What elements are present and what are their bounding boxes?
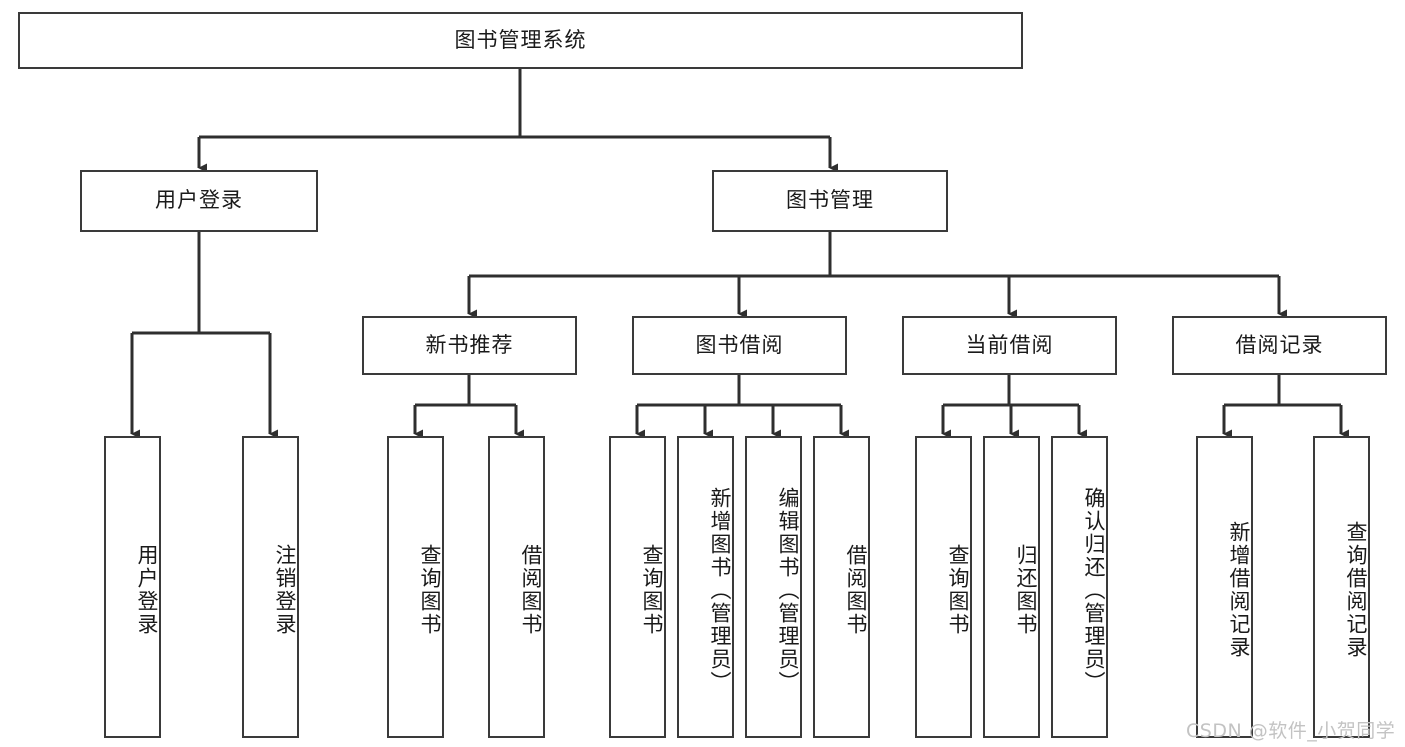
node-label: 确认归还（管理员）: [1082, 486, 1106, 694]
node-leaf-注销登录-1[interactable]: 注销登录: [242, 436, 299, 738]
node-leaf-归还图书-9[interactable]: 归还图书: [983, 436, 1040, 738]
node-leaf-查询图书-2[interactable]: 查询图书: [387, 436, 444, 738]
node-label: 新增图书（管理员）: [708, 486, 732, 694]
node-leaf-确认归还管理员-10[interactable]: 确认归还（管理员）: [1051, 436, 1108, 738]
node-leaf-新增图书管理员-5[interactable]: 新增图书（管理员）: [677, 436, 734, 738]
node-label: 图书借阅: [695, 332, 784, 357]
node-label: 查询借阅记录: [1344, 521, 1368, 659]
csdn-watermark: CSDN @软件_小贺同学: [1186, 720, 1396, 742]
node-label: 编辑图书（管理员）: [776, 486, 800, 694]
node-label: 图书管理: [786, 188, 874, 213]
node-label: 归还图书: [1014, 544, 1038, 636]
node-level3-图书借阅-1[interactable]: 图书借阅: [632, 316, 847, 375]
node-leaf-查询图书-8[interactable]: 查询图书: [915, 436, 972, 738]
node-label: 查询图书: [418, 544, 442, 636]
node-label: 用户登录: [135, 544, 159, 636]
node-leaf-查询借阅记录-12[interactable]: 查询借阅记录: [1313, 436, 1370, 738]
node-label: 查询图书: [640, 544, 664, 636]
node-leaf-查询图书-4[interactable]: 查询图书: [609, 436, 666, 738]
node-level3-当前借阅-2[interactable]: 当前借阅: [902, 316, 1117, 375]
node-label: 图书管理系统: [454, 27, 587, 52]
node-label: 查询图书: [946, 544, 970, 636]
node-leaf-借阅图书-7[interactable]: 借阅图书: [813, 436, 870, 738]
node-leaf-借阅图书-3[interactable]: 借阅图书: [488, 436, 545, 738]
node-level3-新书推荐-0[interactable]: 新书推荐: [362, 316, 577, 375]
node-leaf-编辑图书管理员-6[interactable]: 编辑图书（管理员）: [745, 436, 802, 738]
node-level2-用户登录-0[interactable]: 用户登录: [80, 170, 318, 232]
node-leaf-用户登录-0[interactable]: 用户登录: [104, 436, 161, 738]
node-label: 借阅图书: [844, 544, 868, 636]
node-level3-借阅记录-3[interactable]: 借阅记录: [1172, 316, 1387, 375]
node-label: 注销登录: [273, 544, 297, 636]
node-root-图书管理系统[interactable]: 图书管理系统: [18, 12, 1023, 69]
node-label: 新书推荐: [425, 332, 514, 357]
node-label: 当前借阅: [965, 332, 1054, 357]
node-label: 借阅图书: [519, 544, 543, 636]
node-leaf-新增借阅记录-11[interactable]: 新增借阅记录: [1196, 436, 1253, 738]
node-label: 借阅记录: [1235, 332, 1324, 357]
node-level2-图书管理-1[interactable]: 图书管理: [712, 170, 948, 232]
node-label: 用户登录: [155, 188, 243, 213]
node-label: 新增借阅记录: [1227, 521, 1251, 659]
